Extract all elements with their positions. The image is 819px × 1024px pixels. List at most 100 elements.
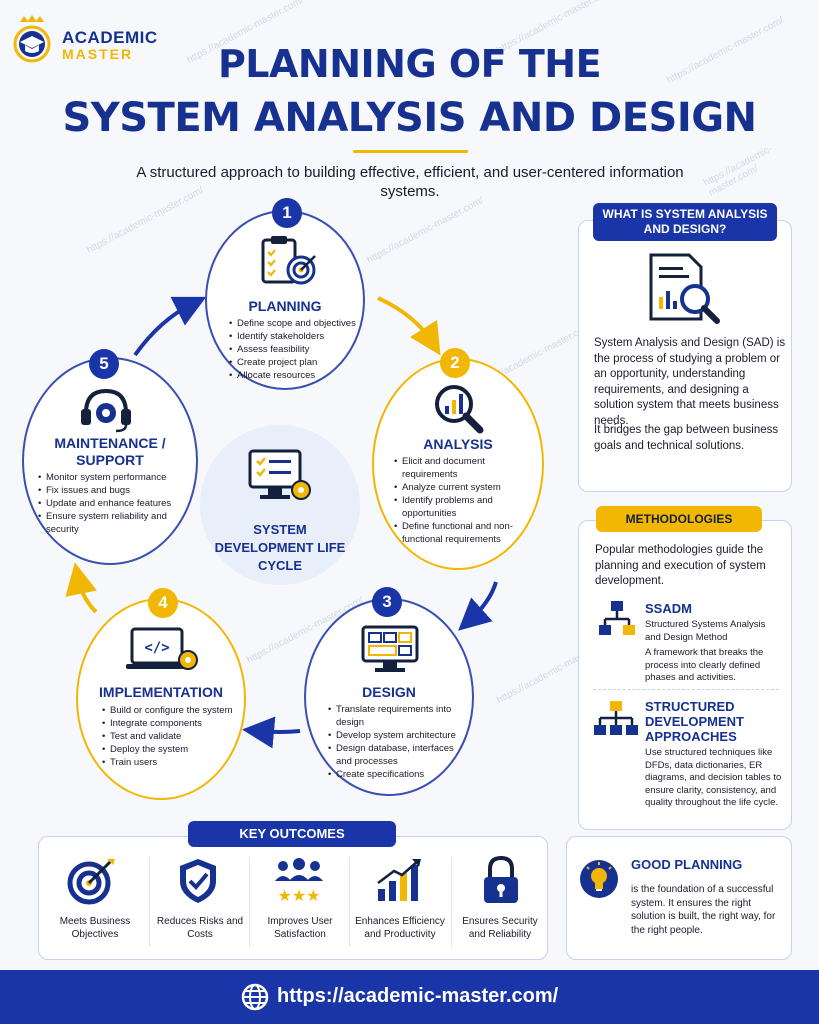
list-item: Fix issues and bugs	[38, 484, 188, 497]
list-item: Ensure system reliability and security	[38, 510, 188, 536]
monitor-gear-icon	[248, 449, 311, 500]
what-is-panel: System Analysis and Design (SAD) is the …	[578, 220, 792, 492]
methodologies-panel: Popular methodologies guide the planning…	[578, 520, 792, 830]
stage-title: MAINTENANCE / SUPPORT	[54, 435, 166, 468]
stage-planning[interactable]: PLANNING Define scope and objectives Ide…	[205, 210, 365, 390]
list-item: Allocate resources	[229, 369, 359, 382]
list-item: Deploy the system	[102, 743, 242, 756]
list-item: Assess feasibility	[229, 343, 359, 356]
stage-items: Elicit and document requirements Analyze…	[394, 455, 534, 546]
stage-title: IMPLEMENTATION	[99, 684, 223, 700]
shield-check-icon	[180, 859, 216, 903]
key-outcomes-heading: KEY OUTCOMES	[188, 821, 396, 847]
arrow-analysis-to-design	[458, 581, 498, 631]
list-item: Design database, interfaces and processe…	[328, 742, 468, 768]
headset-gear-icon	[81, 388, 131, 433]
stage-design[interactable]: DESIGN Translate requirements into desig…	[304, 598, 474, 796]
footer: https://academic-master.com/	[0, 970, 819, 1024]
stage-items: Define scope and objectives Identify sta…	[229, 317, 359, 382]
sdlc-center: SYSTEM DEVELOPMENT LIFE CYCLE	[200, 425, 360, 585]
stage-number: 1	[272, 198, 302, 228]
brand-line2: MASTER	[62, 46, 134, 62]
stage-title: DESIGN	[362, 684, 416, 700]
list-item: Integrate components	[102, 717, 242, 730]
cycle-arrows	[65, 296, 498, 749]
svg-text:★★★: ★★★	[277, 886, 320, 905]
arrow-implementation-to-maintenance	[65, 562, 98, 614]
laptop-code-icon: </>	[126, 627, 198, 670]
globe-icon	[241, 983, 269, 1011]
monitor-layout-icon	[361, 625, 419, 672]
good-planning-panel: GOOD PLANNING is the foundation of a suc…	[566, 836, 792, 960]
stage-implementation[interactable]: </> IMPLEMENTATION Build or configure th…	[76, 598, 246, 800]
page-subtitle: A structured approach to building effect…	[136, 164, 684, 200]
stage-items: Build or configure the system Integrate …	[102, 704, 242, 769]
svg-text:</>: </>	[144, 640, 169, 656]
list-item: Define scope and objectives	[229, 317, 359, 330]
methodologies-heading: METHODOLOGIES	[596, 506, 762, 532]
outcome-label: Improves User Satisfaction	[267, 916, 333, 940]
list-item: Elicit and document requirements	[394, 455, 534, 481]
lightbulb-icon	[580, 860, 618, 898]
outcome-label: Ensures Security and Reliability	[462, 916, 538, 940]
outcome-label: Enhances Efficiency and Productivity	[355, 916, 445, 940]
stage-title: ANALYSIS	[423, 436, 493, 452]
stage-number: 5	[89, 349, 119, 379]
method-title: STRUCTURED DEVELOPMENT APPROACHES	[645, 699, 744, 744]
good-planning-heading: GOOD PLANNING	[631, 857, 743, 872]
list-item: Create specifications	[328, 768, 468, 781]
divider	[249, 857, 250, 947]
stage-maintenance[interactable]: MAINTENANCE / SUPPORT Monitor system per…	[22, 357, 198, 565]
good-planning-text: is the foundation of a successful system…	[631, 884, 776, 936]
what-is-text2: It bridges the gap between business goal…	[594, 424, 779, 452]
arrow-design-to-implementation	[242, 716, 301, 749]
list-item: Translate requirements into design	[328, 703, 468, 729]
list-item: Monitor system performance	[38, 471, 188, 484]
divider	[451, 857, 452, 947]
list-item: Identify problems and opportunities	[394, 494, 534, 520]
clipboard-target-icon	[261, 236, 316, 285]
brand-logo[interactable]: ACADEMIC MASTER	[8, 14, 188, 64]
page-title-line2: SYSTEM ANALYSIS AND DESIGN	[62, 95, 757, 141]
list-item: Update and enhance features	[38, 497, 188, 510]
graduation-cap-icon	[13, 15, 51, 63]
stage-items: Translate requirements into design Devel…	[328, 703, 468, 781]
list-item: Test and validate	[102, 730, 242, 743]
outcome-label: Meets Business Objectives	[59, 916, 131, 940]
hierarchy-icon	[599, 601, 635, 635]
stage-number: 4	[148, 588, 178, 618]
divider	[349, 857, 350, 947]
divider	[149, 857, 150, 947]
footer-url-link[interactable]: https://academic-master.com/	[277, 985, 559, 1007]
target-icon	[67, 859, 115, 905]
what-is-heading: WHAT IS SYSTEM ANALYSIS AND DESIGN?	[593, 203, 777, 241]
key-outcomes-panel: Meets Business Objectives Reduces Risks …	[38, 836, 548, 960]
what-is-text1: System Analysis and Design (SAD) is the …	[594, 337, 786, 427]
method-title: SSADM	[645, 601, 692, 616]
stage-number: 3	[372, 587, 402, 617]
padlock-icon	[484, 855, 518, 903]
org-tree-icon	[594, 701, 638, 735]
page-title-line1: PLANNING OF THE	[217, 42, 602, 86]
method-desc: Structured Systems Analysis and Design M…	[645, 619, 766, 643]
list-item: Analyze current system	[394, 481, 534, 494]
brand-line1: ACADEMIC	[62, 28, 158, 47]
list-item: Develop system architecture	[328, 729, 468, 742]
sdlc-center-label: SYSTEM DEVELOPMENT LIFE CYCLE	[214, 522, 346, 573]
users-stars-icon: ★★★	[275, 858, 323, 905]
arrow-maintenance-to-planning	[133, 296, 207, 357]
stage-analysis[interactable]: ANALYSIS Elicit and document requirement…	[372, 358, 544, 570]
list-item: Identify stakeholders	[229, 330, 359, 343]
outcome-label: Reduces Risks and Costs	[156, 916, 244, 940]
document-magnifier-icon	[649, 253, 720, 324]
list-item: Build or configure the system	[102, 704, 242, 717]
list-item: Train users	[102, 756, 242, 769]
arrow-planning-to-analysis	[377, 296, 441, 356]
method-desc: Use structured techniques like DFDs, dat…	[645, 747, 782, 808]
list-item: Define functional and non-functional req…	[394, 520, 534, 546]
method-desc: A framework that breaks the process into…	[645, 647, 764, 683]
stage-number: 2	[440, 348, 470, 378]
stage-items: Monitor system performance Fix issues an…	[38, 471, 188, 536]
magnifier-chart-icon	[435, 385, 484, 434]
methodologies-intro: Popular methodologies guide the planning…	[595, 544, 766, 587]
